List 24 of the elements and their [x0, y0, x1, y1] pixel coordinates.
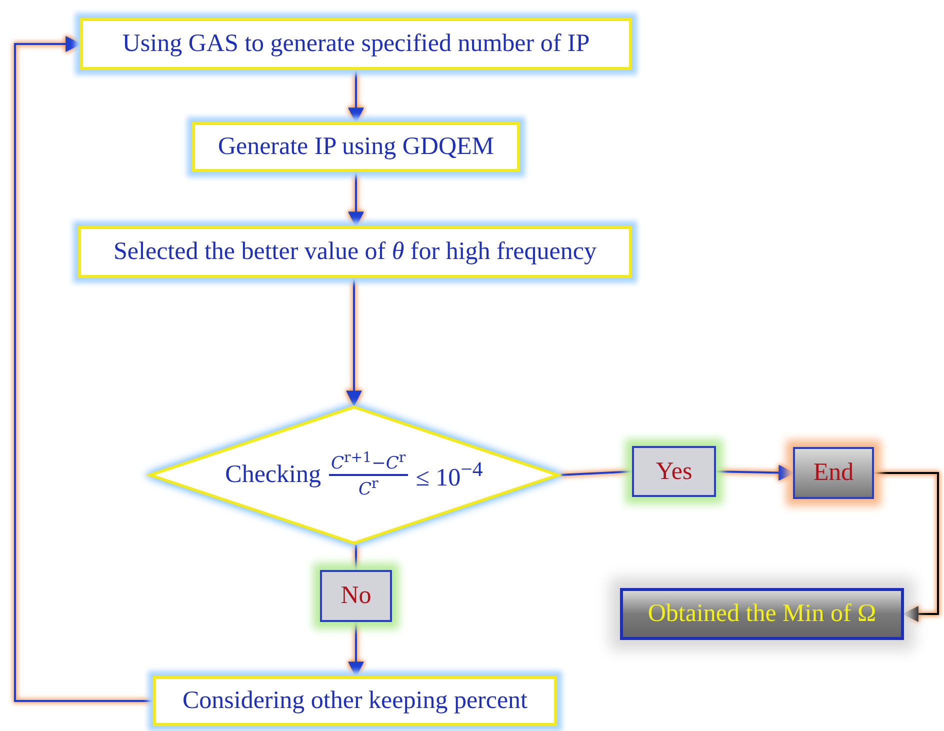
node-text: Generate IP using GDQEM — [218, 133, 494, 161]
process-box — [192, 122, 520, 172]
process-box — [80, 18, 632, 70]
node-text: Using GAS to generate specified number of IP — [122, 30, 590, 58]
node-text: End — [813, 459, 854, 487]
arrow — [874, 472, 939, 622]
node-text: Checking — [225, 461, 321, 489]
result-box — [620, 588, 904, 640]
node-text: Selected the better value of θ for high frequency — [114, 238, 596, 266]
node-text: Yes — [656, 458, 692, 486]
arrow — [716, 464, 795, 481]
node-text: Obtained the Min of Ω — [648, 600, 876, 628]
arrow — [348, 622, 364, 678]
arrow — [348, 70, 364, 124]
node-text: Considering other keeping percent — [182, 687, 528, 715]
node-text: No — [340, 582, 372, 610]
process-box — [78, 226, 632, 278]
node-text: ≤ 10$^{−4}$ — [416, 457, 483, 493]
end-box — [793, 447, 874, 499]
arrow — [348, 172, 364, 228]
branch-label-box — [320, 570, 392, 622]
fraction: C$^{r+1}$−C$^{r}$ C$^{r}$ — [328, 450, 408, 500]
branch-label-box — [632, 446, 716, 497]
process-box — [153, 676, 557, 726]
